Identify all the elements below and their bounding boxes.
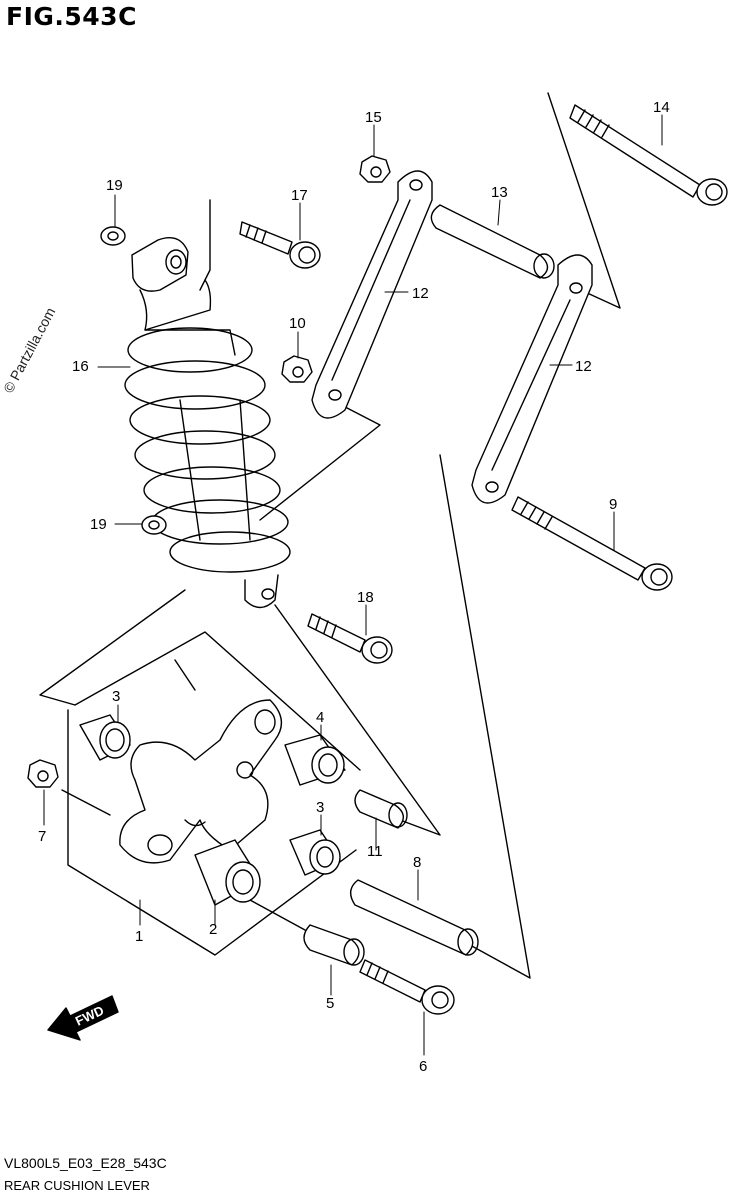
callout-9: 9 [609,496,617,513]
figure-title: FIG.543C [6,2,137,31]
bearing-3-left[interactable] [79,714,131,761]
cushion-lever-1[interactable] [119,699,283,864]
nut-10[interactable] [281,355,313,383]
bolt-6[interactable] [359,959,455,1015]
nut-19-upper[interactable] [100,226,126,246]
assembly-frame-lines [39,92,621,979]
callout-labels: 1 2 3 3 4 5 6 7 8 9 10 11 12 12 13 14 15… [38,99,670,1075]
callout-3-right: 3 [316,799,324,816]
fwd-arrow-icon: FWD [47,995,119,1041]
callout-19-lower: 19 [90,516,107,533]
rear-shock-absorber[interactable] [124,237,291,609]
diagram-code: VL800L5_E03_E28_543C [4,1155,167,1171]
bolt-14[interactable] [569,104,728,206]
callout-5: 5 [326,995,334,1012]
callout-16: 16 [72,358,89,375]
bolt-18[interactable] [307,613,393,664]
spacer-11[interactable] [354,789,408,829]
callout-13: 13 [491,184,508,201]
callout-8: 8 [413,854,421,871]
spacer-13[interactable] [430,204,555,279]
callout-2: 2 [209,921,217,938]
bolt-17[interactable] [239,221,321,269]
callout-6: 6 [419,1058,427,1075]
callout-11: 11 [367,843,383,860]
callout-4: 4 [316,709,324,726]
callout-19-upper: 19 [106,177,123,194]
callout-14: 14 [653,99,670,116]
spacer-5[interactable] [303,924,365,966]
callout-10: 10 [289,315,306,332]
callout-7: 7 [38,828,46,845]
bolt-9[interactable] [511,496,673,591]
cushion-rod-12-left[interactable] [311,170,433,419]
bearing-3-right[interactable] [289,829,341,876]
bearing-2[interactable] [194,839,261,906]
callout-12-left: 12 [412,285,429,302]
callout-12-right: 12 [575,358,592,375]
diagram-subtitle: REAR CUSHION LEVER [4,1178,150,1193]
cushion-rod-12-right[interactable] [471,254,593,504]
leader-lines [43,114,663,1056]
callout-1: 1 [135,928,143,945]
spacer-8[interactable] [350,879,479,956]
nut-15[interactable] [359,155,391,183]
callout-17: 17 [291,187,308,204]
bearing-4[interactable] [284,734,346,786]
nut-19-lower[interactable] [141,515,167,535]
callout-18: 18 [357,589,374,606]
callout-15: 15 [365,109,382,126]
nut-7[interactable] [27,759,59,788]
callout-3-left: 3 [112,688,120,705]
